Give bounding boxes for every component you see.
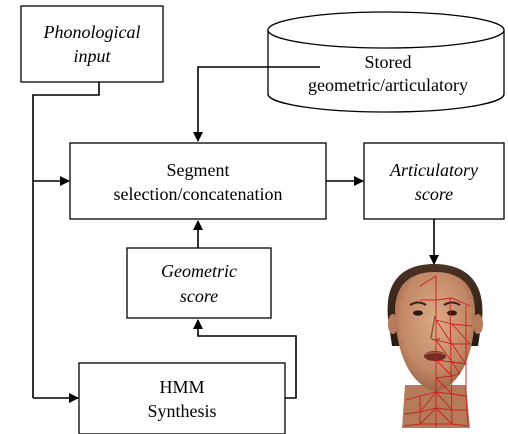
face-mesh-icon — [387, 264, 483, 428]
segment-selection-box: Segment selection/concatenation — [69, 142, 327, 220]
phonological-input-box: Phonological input — [20, 5, 164, 83]
stored-db-line2: geometric/articulatory — [308, 75, 468, 95]
geometric-score-line2: score — [180, 286, 218, 306]
geometric-score-line1: Geometric — [161, 261, 237, 281]
arrow-icon — [193, 319, 297, 399]
hmm-synthesis-line1: HMM — [159, 377, 204, 397]
articulatory-score-box: Articulatory score — [363, 142, 505, 220]
phonological-input-line2: input — [73, 46, 111, 66]
stored-segments-database: Stored geometric/articulatory segments — [267, 11, 505, 124]
geometric-score-box: Geometric score — [126, 247, 272, 319]
stored-db-line1: Stored — [365, 52, 412, 72]
phonological-input-line1: Phonological — [43, 22, 141, 42]
segment-selection-line1: Segment — [167, 160, 230, 180]
hmm-synthesis-line2: Synthesis — [147, 401, 216, 421]
articulatory-score-line1: Articulatory — [389, 160, 478, 180]
arrow-icon — [193, 66, 320, 142]
hmm-synthesis-box: HMM Synthesis — [78, 362, 286, 434]
articulatory-score-line2: score — [415, 184, 453, 204]
phonological-trunk-line — [32, 82, 100, 398]
segment-selection-line2: selection/concatenation — [114, 184, 283, 204]
wireframe-mesh — [403, 275, 473, 428]
